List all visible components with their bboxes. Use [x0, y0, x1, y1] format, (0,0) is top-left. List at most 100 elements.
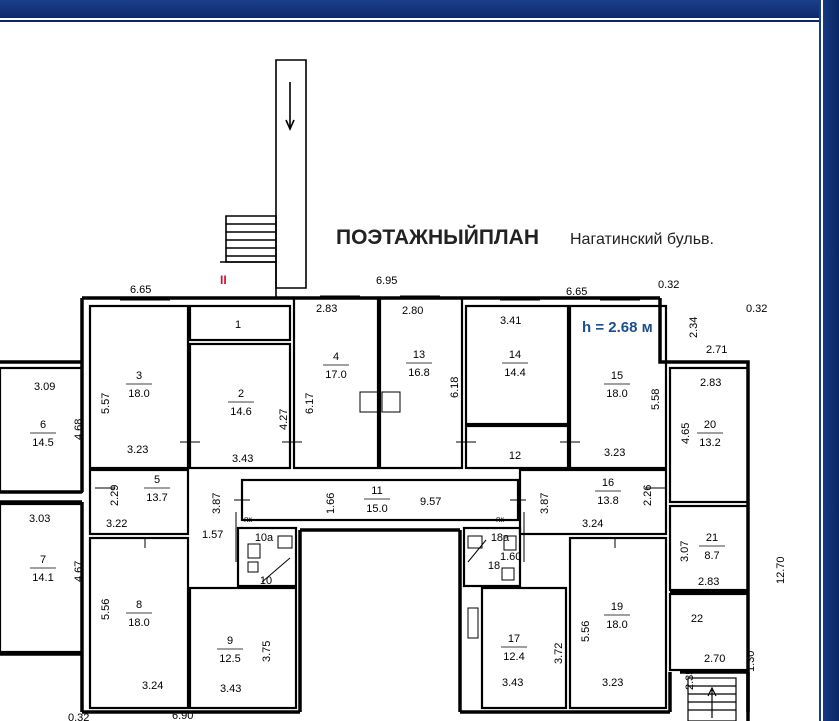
room-12: 12: [509, 450, 521, 462]
room-7: 7 14.1: [30, 554, 56, 584]
room-area: 8.7: [704, 550, 719, 562]
room-13: 13 16.8: [406, 349, 432, 379]
dim-label: 2.80: [402, 305, 423, 317]
room-number: 4: [333, 351, 339, 363]
room-10: 10: [260, 575, 272, 587]
dim-label: 2.26: [642, 485, 654, 506]
dim-label: 4.27: [278, 409, 290, 430]
dim-label: 3.23: [604, 447, 625, 459]
dim-label: 0.32: [746, 303, 767, 315]
room-9: 9 12.5: [217, 635, 243, 665]
dim-label: 0.32: [658, 279, 679, 291]
room-18: 18: [488, 560, 500, 572]
dim-label: 6.18: [449, 377, 461, 398]
dim-label: 6.95: [376, 275, 397, 287]
room-4: 4 17.0: [323, 351, 349, 381]
room-area: 18.0: [606, 388, 627, 400]
dim-label: 5.58: [650, 389, 662, 410]
room-8: 8 18.0: [126, 599, 152, 629]
room-number: 17: [508, 633, 520, 645]
dim-label: 3.23: [127, 444, 148, 456]
dim-label: 9.57: [420, 496, 441, 508]
dim-label: 3.87: [539, 493, 551, 514]
dim-label: 2.83: [700, 377, 721, 389]
dim-label: 3.07: [679, 541, 691, 562]
room-15: 15 18.0: [604, 370, 630, 400]
dim-label: 6.17: [304, 393, 316, 414]
dim-label: 1.66: [325, 493, 337, 514]
dim-label: 2.29: [109, 485, 121, 506]
dim-label: 0.32: [68, 712, 89, 721]
shaft-and-stair: [220, 59, 307, 298]
dim-label: 3.24: [582, 518, 603, 530]
room-number: 18: [488, 560, 500, 572]
room-3: 3 18.0: [126, 370, 152, 400]
room-number: 10: [260, 575, 272, 587]
dim-label: 3.43: [502, 677, 523, 689]
room-number: 3: [136, 370, 142, 382]
dim-label: 6.90: [172, 710, 193, 721]
room-area: 18.0: [128, 388, 149, 400]
dim-label: 12.70: [775, 556, 787, 584]
room-number: 18a: [491, 532, 510, 544]
room-area: 14.5: [32, 437, 53, 449]
dim-label: 5.56: [580, 621, 592, 642]
room-19: 19 18.0: [604, 601, 630, 631]
room-number: 2: [238, 388, 244, 400]
room-number: 8: [136, 599, 142, 611]
dim-label: 3.24: [142, 680, 163, 692]
dim-label: 3.22: [106, 518, 127, 530]
dim-label: 3.75: [261, 641, 273, 662]
room-area: 14.4: [504, 367, 525, 379]
dim-label: 4.68: [73, 419, 85, 440]
room-area: 15.0: [366, 503, 387, 515]
room-number: 20: [704, 419, 716, 431]
room-area: 12.4: [503, 651, 524, 663]
floor-plan: ПОЭТАЖНЫЙПЛАН Нагатинский бульв. h = 2.6…: [0, 59, 787, 721]
top-frame-border: [0, 0, 839, 22]
door-ticks: [22, 295, 749, 713]
room-number: 11: [371, 485, 382, 497]
room-18a: 18a: [491, 532, 510, 544]
dim-label: 5.57: [100, 393, 112, 414]
right-frame-border: [819, 0, 839, 721]
room-area: 13.2: [699, 437, 720, 449]
interior-walls: [0, 296, 750, 710]
room-21: 21 8.7: [699, 532, 725, 562]
room-area: 18.0: [128, 617, 149, 629]
room-number: 1: [235, 319, 241, 331]
dim-label: 1.60: [500, 551, 521, 563]
bathroom-fixtures: [247, 535, 517, 639]
room-number: 13: [413, 349, 425, 361]
room-number: 5: [154, 474, 160, 486]
room-1: 1: [235, 319, 241, 331]
dim-label: 3.09: [34, 381, 55, 393]
pk-label-left: пк: [244, 515, 252, 524]
room-area: 14.1: [32, 572, 53, 584]
room-area: 13.8: [597, 495, 618, 507]
dim-label: 6.65: [566, 286, 587, 298]
room-14: 14 14.4: [502, 349, 528, 379]
dim-label: 4.67: [73, 561, 85, 582]
room-number: 21: [706, 532, 718, 544]
dim-label: 2.35: [684, 669, 696, 690]
dim-label: 3.23: [602, 677, 623, 689]
section-mark: II: [220, 273, 227, 287]
room-number: 14: [509, 349, 521, 361]
plan-title: ПОЭТАЖНЫЙПЛАН: [336, 225, 539, 249]
room-20: 20 13.2: [697, 419, 723, 449]
room-number: 19: [611, 601, 623, 613]
address-label: Нагатинский бульв.: [570, 231, 714, 248]
room-2: 2 14.6: [228, 388, 254, 418]
room-number: 10a: [255, 532, 274, 544]
room-number: 9: [227, 635, 233, 647]
dim-label: 2.83: [698, 576, 719, 588]
dim-label: 3.87: [211, 493, 223, 514]
pk-label-right: пк: [496, 515, 504, 524]
room-17: 17 12.4: [501, 633, 527, 663]
room-area: 12.5: [219, 653, 240, 665]
room-area: 14.6: [230, 406, 251, 418]
dim-label: 6.65: [130, 284, 151, 296]
room-area: 18.0: [606, 619, 627, 631]
dim-label: 2.34: [688, 317, 700, 338]
